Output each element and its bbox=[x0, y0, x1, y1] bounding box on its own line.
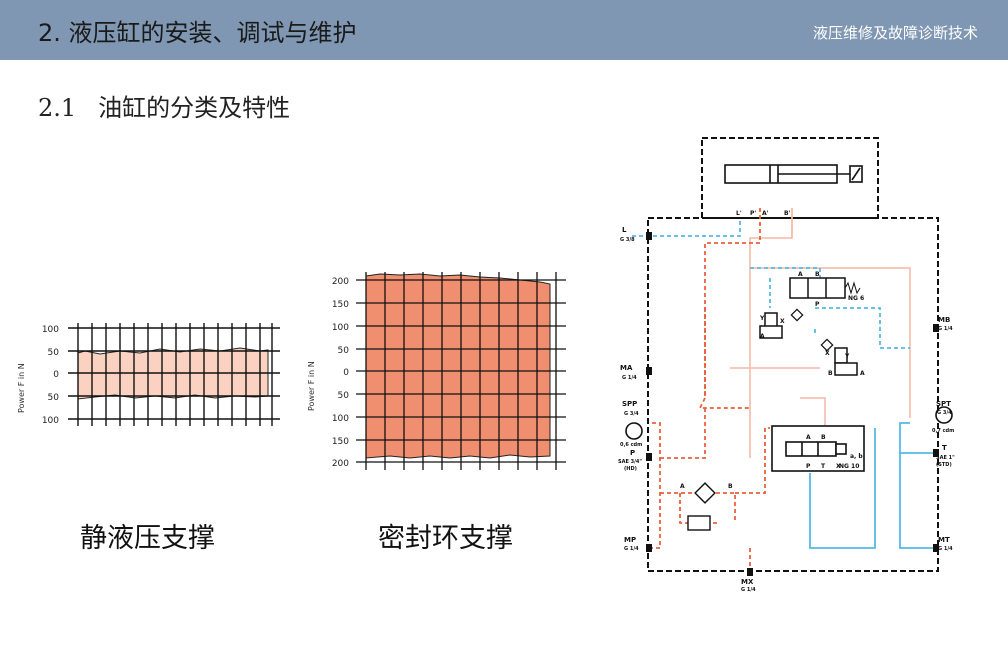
cylinder-symbol bbox=[724, 164, 863, 184]
port-mb-sub: G 1/4 bbox=[938, 326, 953, 332]
header-bar: 2. 液压缸的安装、调试与维护 液压维修及故障诊断技术 bbox=[0, 0, 1008, 60]
valve-x-label: X bbox=[780, 318, 785, 325]
check-valve-icon bbox=[790, 308, 834, 352]
filter-a-label: A bbox=[680, 483, 685, 490]
y-tick-label: 200 bbox=[332, 459, 349, 469]
chart-grid bbox=[356, 272, 566, 470]
port-markers bbox=[646, 232, 939, 576]
ng10-label: NG 10 bbox=[839, 463, 859, 470]
course-title: 液压维修及故障诊断技术 bbox=[812, 24, 978, 42]
port-spp-sub: G 3/4 bbox=[624, 411, 639, 417]
chart-ylabel-text: Power F in N bbox=[17, 363, 26, 413]
ng10-valve bbox=[771, 425, 865, 472]
ng6-spring-icon bbox=[844, 281, 861, 295]
chart-grid bbox=[68, 323, 280, 426]
valve-a-label: A bbox=[760, 333, 765, 340]
caption-seal-ring: 密封环支撑 bbox=[378, 523, 513, 554]
ng6-label: NG 6 bbox=[848, 295, 864, 302]
port-mx-label: MX bbox=[741, 578, 754, 586]
y-tick-label: 50 bbox=[338, 391, 350, 401]
port-t-sub2: (STD) bbox=[936, 462, 952, 468]
valve2-a-label: A bbox=[860, 370, 865, 377]
port-spt-flow: 0,7 cdm bbox=[932, 428, 954, 434]
gauge-icon bbox=[625, 406, 953, 440]
ng10-p-label: P bbox=[806, 463, 811, 470]
caption-hydrostatic: 静液压支撑 bbox=[80, 523, 215, 554]
ng6-valve bbox=[759, 277, 858, 376]
ng6-p-label: P bbox=[815, 301, 820, 308]
tank-lines-solid bbox=[809, 422, 935, 549]
ng10-ab-label: a, b bbox=[850, 453, 863, 460]
y-tick-label: 100 bbox=[42, 325, 59, 335]
port-mp-sub: G 1/4 bbox=[624, 546, 639, 552]
cyl-port-a: A' bbox=[762, 210, 769, 217]
port-p-sub2: (HD) bbox=[624, 466, 637, 472]
chart-yticks: 100 50 0 50 100 bbox=[42, 325, 59, 426]
ng6-a-label: A bbox=[798, 271, 803, 278]
ng10-a-label: A bbox=[806, 434, 811, 441]
y-tick-label: 100 bbox=[42, 416, 59, 426]
section-number: 2.1 bbox=[38, 94, 77, 122]
port-mx-sub: G 1/4 bbox=[741, 587, 756, 593]
y-tick-label: 50 bbox=[48, 348, 60, 358]
valve2-x-label: X bbox=[825, 350, 830, 357]
ng6-b-label: B bbox=[815, 271, 820, 278]
y-tick-label: 0 bbox=[53, 370, 59, 380]
filter-icon bbox=[687, 482, 716, 531]
pressure-lines bbox=[652, 208, 770, 568]
hydraulic-schematic: L G 3/8 MA G 1/4 SPP G 3/4 0,6 cdm P SAE… bbox=[618, 137, 955, 593]
cyl-port-p: P' bbox=[750, 210, 756, 217]
chart-band-area bbox=[365, 273, 551, 459]
port-spt-label: SPT bbox=[936, 400, 951, 408]
port-spp-flow: 0,6 cdm bbox=[620, 442, 642, 448]
chart-seal-ring: Power F in N 200 150 100 50 0 50 100 150… bbox=[307, 272, 566, 470]
y-tick-label: 0 bbox=[343, 368, 349, 378]
y-tick-label: 50 bbox=[338, 346, 350, 356]
port-l-label: L bbox=[622, 226, 627, 234]
valve-y-label: Y bbox=[759, 315, 765, 322]
cyl-port-b: B' bbox=[784, 210, 791, 217]
port-mp-label: MP bbox=[624, 536, 636, 544]
chart-hydrostatic: Power F in N 100 50 0 50 100 bbox=[17, 323, 280, 426]
y-tick-label: 200 bbox=[332, 277, 349, 287]
y-tick-label: 100 bbox=[332, 323, 349, 333]
y-tick-label: 150 bbox=[332, 437, 349, 447]
port-ma-sub: G 1/4 bbox=[622, 375, 637, 381]
filter-b-label: B bbox=[728, 483, 733, 490]
port-mt-sub: G 1/4 bbox=[938, 546, 953, 552]
schematic-frame bbox=[647, 137, 939, 572]
port-p-label: P bbox=[630, 449, 635, 457]
slide-title: 2. 液压缸的安装、调试与维护 bbox=[38, 19, 357, 47]
section-heading: 2.1 油缸的分类及特性 bbox=[38, 88, 290, 123]
chart-yticks: 200 150 100 50 0 50 100 150 200 bbox=[332, 277, 349, 469]
valve2-b-label: B bbox=[828, 370, 833, 377]
y-tick-label: 100 bbox=[332, 414, 349, 424]
port-mt-label: MT bbox=[938, 536, 950, 544]
chart-ylabel: Power F in N bbox=[17, 363, 26, 413]
pilot-lines bbox=[730, 208, 911, 458]
y-tick-label: 50 bbox=[48, 393, 60, 403]
tank-lines bbox=[632, 218, 910, 349]
port-p-sub: SAE 3/4" bbox=[618, 459, 642, 465]
port-t-label: T bbox=[942, 444, 947, 452]
y-tick-label: 150 bbox=[332, 300, 349, 310]
cyl-port-l: L' bbox=[736, 210, 742, 217]
ng10-x-label: X bbox=[836, 463, 841, 470]
chart-ylabel-text: Power F in N bbox=[307, 361, 316, 411]
port-spt-sub: G 3/4 bbox=[937, 410, 952, 416]
ng10-t-label: T bbox=[821, 463, 826, 470]
port-t-sub: SAE 1" bbox=[936, 455, 955, 461]
section-title: 油缸的分类及特性 bbox=[98, 94, 291, 122]
ng10-b-label: B bbox=[821, 434, 826, 441]
valve2-y-label: Y bbox=[844, 353, 850, 360]
port-ma-label: MA bbox=[620, 364, 633, 372]
port-spp-label: SPP bbox=[622, 400, 637, 408]
port-mb-label: MB bbox=[938, 316, 950, 324]
port-l-sub: G 3/8 bbox=[620, 237, 635, 243]
